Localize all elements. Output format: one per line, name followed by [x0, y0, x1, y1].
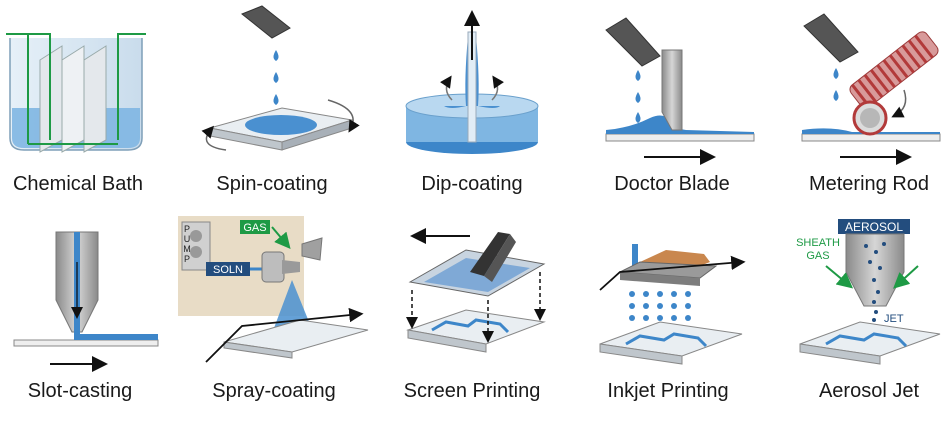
- caption-metering-rod: Metering Rod: [808, 173, 930, 195]
- caption-inkjet-printing: Inkjet Printing: [607, 380, 729, 402]
- caption-spray-coating: Spray-coating: [212, 380, 336, 402]
- sheath-gas-tag: GAS: [806, 250, 829, 262]
- aerosol-tag-box: [838, 219, 910, 234]
- caption-slot-casting: Slot-casting: [27, 380, 133, 402]
- doctor-blade-illustration: [605, 17, 755, 165]
- caption-screen-printing: Screen Printing: [403, 380, 541, 402]
- gas-tag-box: [240, 220, 270, 234]
- aerosol-jet-illustration: AEROSOL SHEATH GAS JET: [796, 219, 941, 365]
- caption-dip-coating: Dip-coating: [421, 173, 523, 195]
- inkjet-printing-illustration: [599, 244, 746, 365]
- soln-tag-box: [206, 262, 250, 276]
- caption-aerosol-jet: Aerosol Jet: [818, 380, 920, 402]
- slot-casting-illustration: [13, 231, 159, 372]
- spin-coating-illustration: [201, 5, 360, 151]
- spray-coating-illustration: GAS SOLN: [178, 216, 369, 363]
- caption-doctor-blade: Doctor Blade: [614, 173, 730, 195]
- sheath-tag: SHEATH: [796, 237, 840, 249]
- soln-tag: SOLN: [213, 264, 243, 276]
- aerosol-tag: AEROSOL: [845, 220, 903, 234]
- jet-tag: JET: [884, 313, 904, 325]
- screen-printing-illustration: [406, 228, 546, 353]
- caption-spin-coating: Spin-coating: [216, 173, 328, 195]
- caption-chemical-bath: Chemical Bath: [12, 173, 144, 195]
- gas-tag: GAS: [243, 222, 266, 234]
- metering-rod-illustration: [801, 13, 941, 165]
- dip-coating-illustration: [405, 10, 539, 154]
- chemical-bath-illustration: [6, 33, 146, 153]
